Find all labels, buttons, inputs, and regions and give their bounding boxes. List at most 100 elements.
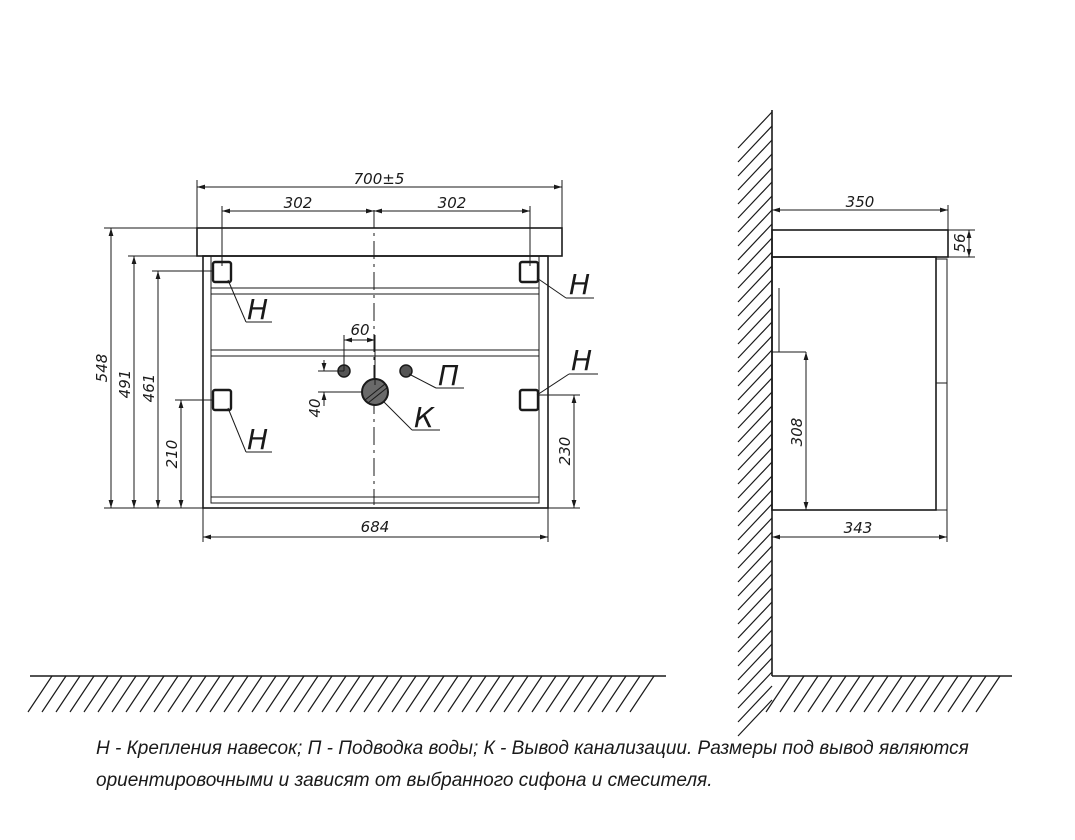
- hatch-line: [335, 675, 361, 713]
- hatch-line: [55, 675, 81, 713]
- hatch-line: [489, 675, 515, 713]
- hatch-line: [737, 433, 773, 471]
- hanger-bottom-left: [211, 388, 233, 412]
- hatch-line: [737, 447, 773, 485]
- hatch-line: [391, 675, 417, 713]
- dim-mount-left: 302: [284, 194, 313, 212]
- hatch-line: [821, 675, 847, 713]
- legend-line-2: ориентировочными и зависят от выбранного…: [96, 770, 713, 791]
- hatch-line: [737, 657, 773, 695]
- hatch-line: [223, 675, 249, 713]
- hatch-line: [737, 223, 773, 261]
- hatch-line: [807, 675, 833, 713]
- dim-overall-width: 700±5: [354, 170, 405, 188]
- dim-height-total: 548: [93, 354, 111, 383]
- hatch-line: [737, 405, 773, 443]
- hatch-line: [737, 601, 773, 639]
- hatch-line: [433, 675, 459, 713]
- hatch-line: [737, 671, 773, 709]
- hatch-line: [737, 699, 773, 737]
- hatch-line: [737, 685, 773, 723]
- hatch-line: [737, 307, 773, 345]
- hatch-line: [737, 615, 773, 653]
- hatch-line: [349, 675, 375, 713]
- hatch-line: [195, 675, 221, 713]
- hatch-line: [737, 461, 773, 499]
- front-view: 700±5 302 302 548 491 461 210 230 684: [27, 170, 666, 713]
- hatch-line: [863, 675, 889, 713]
- hatch-line: [737, 643, 773, 681]
- hatch-line: [265, 675, 291, 713]
- label-hanger-bottom-right: Н: [571, 344, 592, 377]
- hatch-line: [737, 475, 773, 513]
- hatch-line: [905, 675, 931, 713]
- dim-height-491: 491: [116, 370, 134, 399]
- hatch-line: [447, 675, 473, 713]
- hatch-line: [737, 265, 773, 303]
- water-inlet-right: [399, 364, 413, 378]
- dim-bottom-width: 684: [361, 518, 390, 536]
- hatch-line: [737, 321, 773, 359]
- hatch-line: [919, 675, 945, 713]
- hatch-line: [933, 675, 959, 713]
- hatch-line: [737, 629, 773, 667]
- hatch-line: [835, 675, 861, 713]
- hatch-line: [737, 139, 773, 177]
- hatch-line: [475, 675, 501, 713]
- hanger-top-right: [518, 260, 540, 284]
- hatch-line: [737, 517, 773, 555]
- legend-line-1: Н - Крепления навесок; П - Подводка воды…: [96, 738, 969, 759]
- hatch-line: [293, 675, 319, 713]
- hatch-line: [363, 675, 389, 713]
- hatch-line: [737, 419, 773, 457]
- hatch-line: [737, 279, 773, 317]
- hatch-line: [975, 675, 1001, 713]
- hatch-line: [629, 675, 655, 713]
- hanger-bottom-right: [518, 388, 540, 412]
- dim-height-308: 308: [788, 418, 806, 447]
- hatch-line: [737, 587, 773, 625]
- hatch-line: [737, 545, 773, 583]
- hatch-line: [587, 675, 613, 713]
- side-view: 350 56 308 343: [737, 110, 1012, 737]
- hatch-line: [779, 675, 805, 713]
- hatch-line: [237, 675, 263, 713]
- hatch-line: [69, 675, 95, 713]
- hatch-line: [737, 377, 773, 415]
- hatch-line: [167, 675, 193, 713]
- hatch-line: [545, 675, 571, 713]
- hatch-line: [615, 675, 641, 713]
- hatch-line: [737, 363, 773, 401]
- hatch-line: [405, 675, 431, 713]
- hatch-line: [737, 125, 773, 163]
- hatch-line: [111, 675, 137, 713]
- hatch-line: [559, 675, 585, 713]
- hatch-line: [209, 675, 235, 713]
- dim-depth-top: 350: [846, 193, 875, 211]
- hatch-line: [737, 391, 773, 429]
- label-hanger-bottom-left: Н: [247, 423, 268, 456]
- hatch-line: [961, 675, 987, 713]
- hatch-line: [737, 335, 773, 373]
- hatch-line: [737, 559, 773, 597]
- label-hanger-top-left: Н: [247, 293, 268, 326]
- hatch-line: [517, 675, 543, 713]
- dim-mount-right: 302: [438, 194, 467, 212]
- dim-depth-bottom: 343: [844, 519, 873, 537]
- hatch-line: [125, 675, 151, 713]
- hatch-line: [877, 675, 903, 713]
- hatch-line: [573, 675, 599, 713]
- dim-drain-height: 40: [306, 398, 324, 417]
- dim-water-spacing: 60: [350, 321, 369, 339]
- hatch-line: [737, 237, 773, 275]
- hatch-line: [41, 675, 67, 713]
- label-water-supply: П: [438, 359, 459, 392]
- hatch-line: [737, 167, 773, 205]
- hatch-line: [849, 675, 875, 713]
- floor-front: [27, 675, 666, 713]
- hatch-line: [947, 675, 973, 713]
- hatch-line: [97, 675, 123, 713]
- hatch-line: [27, 675, 53, 713]
- hatch-line: [737, 111, 773, 149]
